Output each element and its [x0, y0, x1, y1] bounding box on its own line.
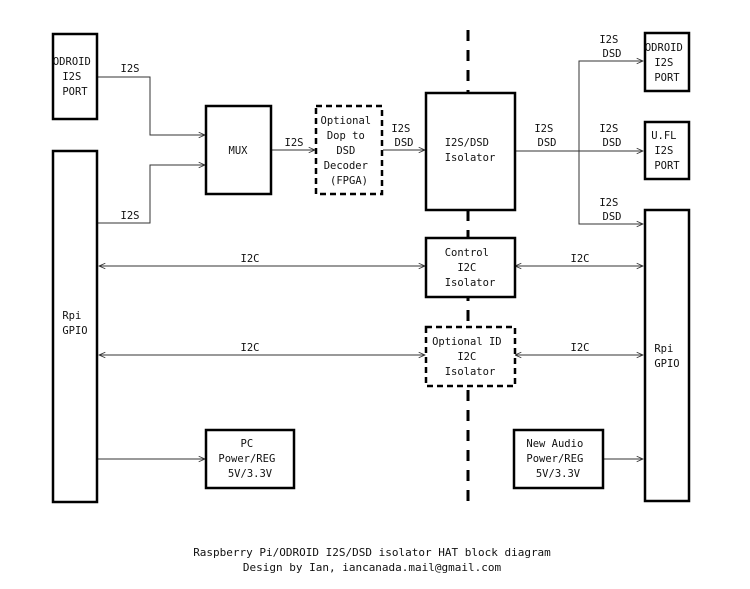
wires: [98, 61, 643, 459]
signal-i2c-id-left: I2C: [241, 342, 260, 354]
label-ufl-i2s-port: U.FL I2S PORT: [651, 130, 683, 172]
signal-i2c-control-left: I2C: [241, 253, 260, 265]
signal-odroid-to-mux: I2S: [121, 63, 140, 75]
wire-odroid-to-mux: [98, 76, 205, 135]
block-rpi-gpio-right: [643, 208, 691, 503]
label-optional-id-i2c-isolator: Optional ID I2C Isolator: [432, 336, 508, 378]
signal-to-odroid-port: I2S DSD: [599, 34, 624, 60]
block-i2s-dsd-isolator: [424, 91, 517, 212]
block-odroid-port-left: [51, 32, 99, 121]
block-odroid-port-right: [643, 31, 691, 93]
wire-to-odroid-port: [578, 61, 643, 151]
caption-credit: Design by Ian, iancanada.mail@gmail.com: [243, 561, 502, 574]
caption-title: Raspberry Pi/ODROID I2S/DSD isolator HAT…: [193, 546, 551, 559]
wire-rpi-to-mux: [98, 165, 205, 224]
signal-to-rpi-gpio-right: I2S DSD: [599, 197, 624, 223]
label-i2s-dsd-isolator: I2S/DSD Isolator: [445, 137, 496, 164]
label-rpi-gpio-left: Rpi GPIO: [62, 310, 87, 337]
signal-i2c-control-right: I2C: [571, 253, 590, 265]
block-dop-decoder: [314, 104, 384, 196]
label-odroid-port-left: ODROID I2S PORT: [53, 56, 97, 98]
block-mux: [204, 104, 273, 196]
block-pc-power-reg: [204, 428, 296, 490]
signal-decoder-to-isolator: I2S DSD: [391, 123, 416, 149]
signal-rpi-to-mux: I2S: [121, 210, 140, 222]
label-rpi-gpio-right: Rpi GPIO: [654, 343, 679, 370]
signal-isolator-out: I2S DSD: [534, 123, 559, 149]
signal-mux-to-decoder: I2S: [285, 137, 304, 149]
block-new-audio-power-reg: [512, 428, 605, 490]
label-odroid-port-right: ODROID I2S PORT: [645, 42, 689, 84]
label-dop-decoder: Optional Dop to DSD Decoder (FPGA): [321, 115, 378, 187]
block-ufl-i2s-port: [643, 120, 691, 181]
block-optional-id-i2c-isolator: [424, 325, 517, 388]
label-pc-power-reg: PC Power/REG 5V/3.3V: [218, 438, 281, 480]
block-rpi-gpio-left: [51, 149, 99, 504]
signal-i2c-id-right: I2C: [571, 342, 590, 354]
signal-to-ufl-port: I2S DSD: [599, 123, 624, 149]
block-control-i2c-isolator: [424, 236, 517, 299]
label-mux: MUX: [229, 145, 249, 157]
wire-to-rpi-gpio-right: [578, 151, 643, 224]
label-control-i2c-isolator: Control I2C Isolator: [445, 247, 496, 289]
label-new-audio-power-reg: New Audio Power/REG 5V/3.3V: [526, 438, 589, 480]
